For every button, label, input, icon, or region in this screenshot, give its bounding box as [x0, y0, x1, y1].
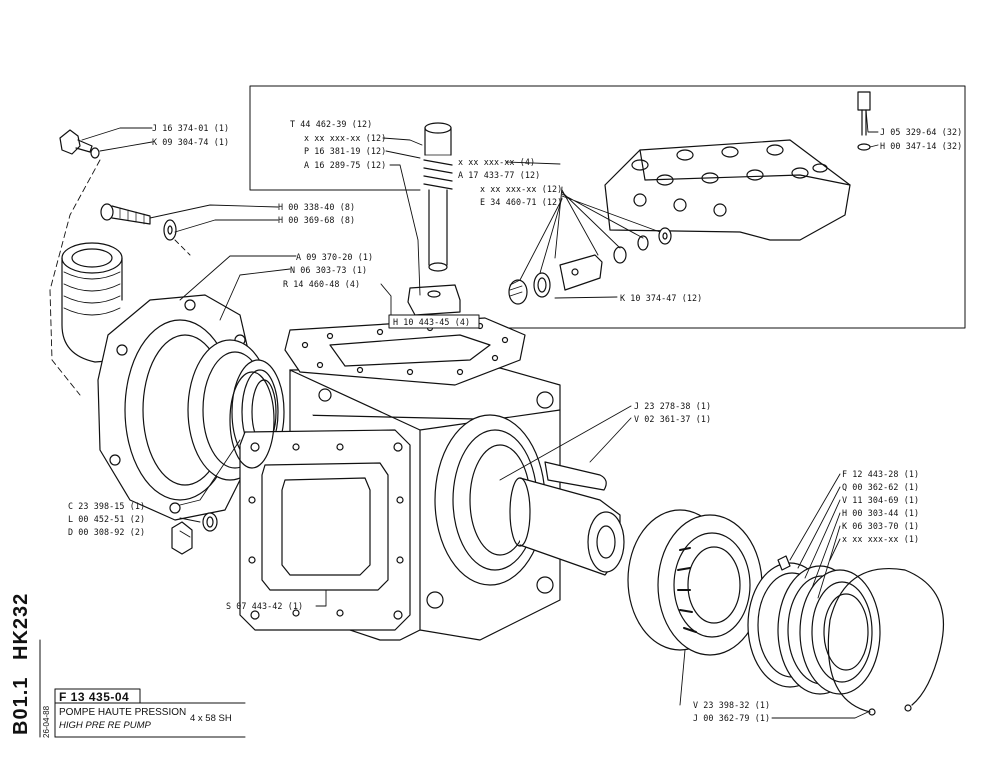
- gasket-label-box: [388, 314, 480, 329]
- drive-shaft: [509, 461, 625, 576]
- part-label: R 14 460-48 (4): [283, 279, 361, 289]
- part-label: K 06 303-70 (1): [842, 521, 920, 531]
- part-label: A 17 433-77 (12): [458, 170, 541, 180]
- part-label: V 23 398-32 (1): [693, 700, 771, 710]
- part-label: H 10 443-45 (4): [393, 317, 471, 327]
- part-label: D 00 308-92 (2): [68, 527, 146, 537]
- sheet-date: 26-04-88: [42, 705, 51, 738]
- part-label: H 00 338-40 (8): [278, 202, 356, 212]
- part-label: x xx xxx-xx (1): [842, 534, 920, 544]
- roller-bearing: [627, 509, 763, 656]
- gasket-plate: [284, 317, 526, 386]
- pump-housing: [229, 367, 561, 641]
- part-label: P 16 381-19 (12): [304, 146, 387, 156]
- side-code-2: B01.1: [10, 676, 32, 735]
- part-label: x xx xxx-xx (12): [304, 133, 387, 143]
- drawing-number: F 13 435-04: [59, 690, 130, 704]
- leader-lines: [81, 109, 879, 719]
- title-french: POMPE HAUTE PRESSION: [59, 707, 187, 718]
- part-label: S 07 443-42 (1): [226, 601, 304, 611]
- screw-h00338: [100, 203, 177, 241]
- part-label: K 10 374-47 (12): [620, 293, 703, 303]
- valve-parts: [508, 227, 672, 305]
- part-label: V 11 304-69 (1): [842, 495, 920, 505]
- title-english: HIGH PRE RE PUMP: [59, 720, 151, 731]
- assembly-dash-left: [49, 159, 101, 396]
- part-label: J 23 278-38 (1): [634, 401, 712, 411]
- part-label: H 00 369-68 (8): [278, 215, 356, 225]
- detail-frame: [249, 85, 966, 329]
- part-label: C 23 398-15 (1): [68, 501, 146, 511]
- part-label: J 05 329-64 (32): [880, 127, 963, 137]
- part-label: K 09 304-74 (1): [152, 137, 230, 147]
- part-label: V 02 361-37 (1): [634, 414, 712, 424]
- part-label: J 00 362-79 (1): [693, 713, 771, 723]
- title-block-frame: [39, 639, 246, 738]
- part-label: E 34 460-71 (12): [480, 197, 563, 207]
- bolt-j05329: [857, 91, 871, 151]
- part-label: J 16 374-01 (1): [152, 123, 230, 133]
- plunger-assembly: [407, 122, 461, 316]
- part-label: x xx xxx-xx (12): [480, 184, 563, 194]
- part-label: L 00 452-51 (2): [68, 514, 146, 524]
- inlet-elbow: [61, 242, 123, 363]
- part-label: N 06 303-73 (1): [290, 265, 368, 275]
- part-label: x xx xxx-xx (4): [458, 157, 536, 167]
- screw-j16374: [59, 129, 100, 159]
- part-label: A 16 289-75 (12): [304, 160, 387, 170]
- part-label: Q 00 362-62 (1): [842, 482, 920, 492]
- drain-plug: [171, 512, 218, 555]
- part-label: F 12 443-28 (1): [842, 469, 920, 479]
- seal-set-right: [747, 555, 944, 716]
- part-label: H 00 347-14 (32): [880, 141, 963, 151]
- part-label: H 00 303-44 (1): [842, 508, 920, 518]
- valve-cover: [604, 139, 851, 241]
- side-code-1: HK232: [10, 592, 32, 660]
- part-label: T 44 462-39 (12): [290, 119, 373, 129]
- part-label: A 09 370-20 (1): [296, 252, 374, 262]
- model-designation: 4 x 58 SH: [190, 713, 232, 724]
